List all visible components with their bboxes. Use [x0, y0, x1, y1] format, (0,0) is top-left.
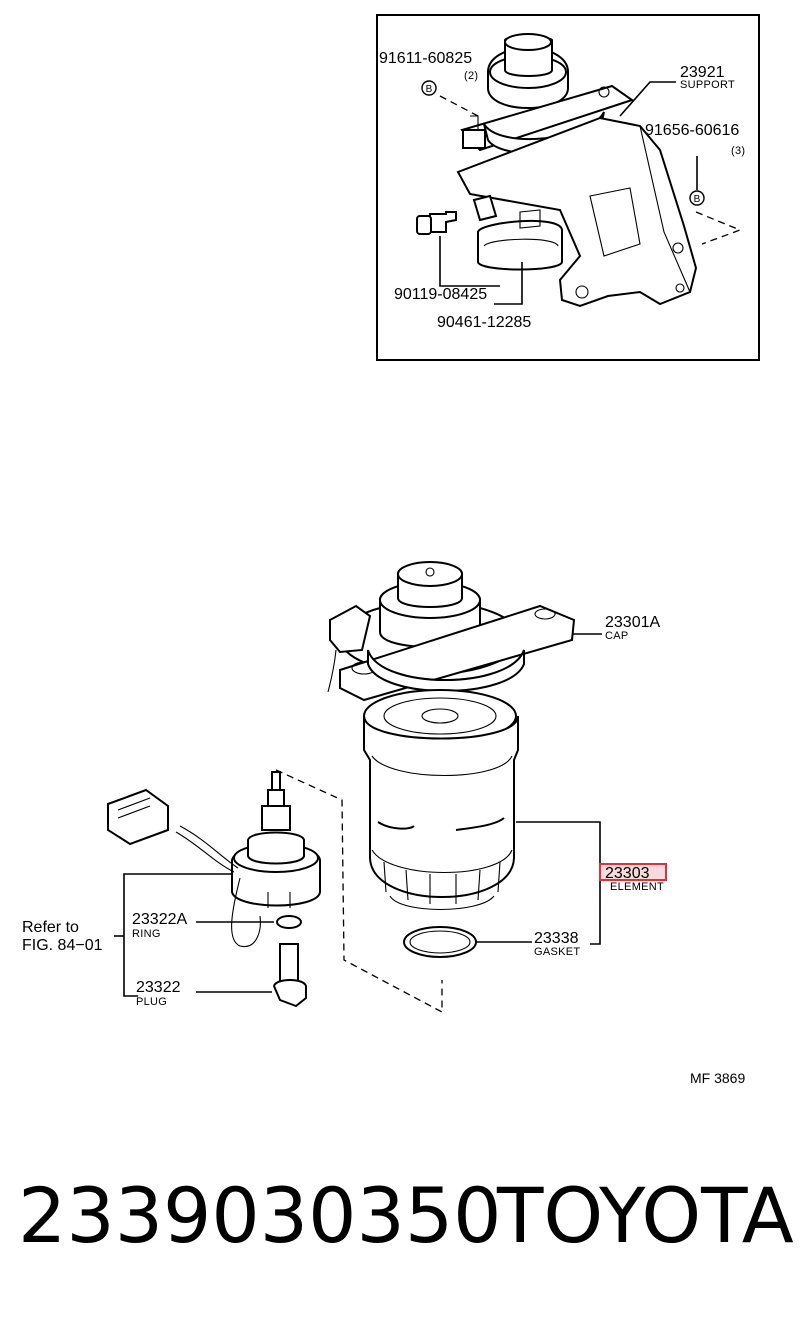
filter-assembly-drawing [107, 561, 602, 1014]
svg-text:GASKET: GASKET [534, 946, 580, 958]
svg-text:CAP: CAP [605, 630, 629, 642]
callout-23303-highlighted: 23303 ELEMENT [599, 863, 667, 893]
bolt-mark-left: B [421, 80, 437, 96]
svg-text:B: B [426, 84, 433, 95]
callout-23301A: 23301A CAP [605, 614, 660, 642]
callout-23322A: 23322A RING [132, 911, 187, 940]
inset-panel: B B 91611-60825 (2) 23921 SUPPORT 91656-… [376, 14, 760, 361]
svg-text:23338: 23338 [534, 930, 579, 947]
callout-support-name: SUPPORT [680, 79, 735, 91]
callout-23322: 23322 PLUG [136, 979, 181, 1008]
brand-name: TOYOTA [497, 1171, 794, 1260]
svg-text:Refer to: Refer to [22, 919, 79, 936]
callout-90119-08425: 90119-08425 [394, 286, 487, 303]
svg-text:FIG. 84−01: FIG. 84−01 [22, 937, 103, 954]
callout-23921: 23921 [680, 64, 725, 81]
callout-qty-2: (2) [464, 70, 478, 82]
bolt-mark-right: B [689, 190, 705, 206]
support-bracket-drawing [416, 33, 742, 308]
callout-91656-60616: 91656-60616 [645, 122, 739, 139]
svg-text:PLUG: PLUG [136, 996, 167, 1008]
callout-qty-3: (3) [731, 145, 745, 157]
svg-text:23301A: 23301A [605, 614, 660, 631]
svg-text:B: B [694, 194, 701, 205]
figure-code: MF 3869 [690, 1070, 745, 1086]
refer-to-note: Refer to FIG. 84−01 [22, 919, 103, 954]
svg-text:23322A: 23322A [132, 911, 187, 928]
callout-90461-12285: 90461-12285 [437, 314, 531, 331]
svg-text:23322: 23322 [136, 979, 181, 996]
callout-91611-60825: 91611-60825 [379, 50, 472, 67]
svg-text:ELEMENT: ELEMENT [610, 881, 664, 893]
svg-text:23303: 23303 [605, 865, 650, 882]
callout-23338: 23338 GASKET [534, 930, 580, 958]
part-number-title: 2339030350 [18, 1171, 502, 1260]
svg-text:RING: RING [132, 928, 161, 940]
